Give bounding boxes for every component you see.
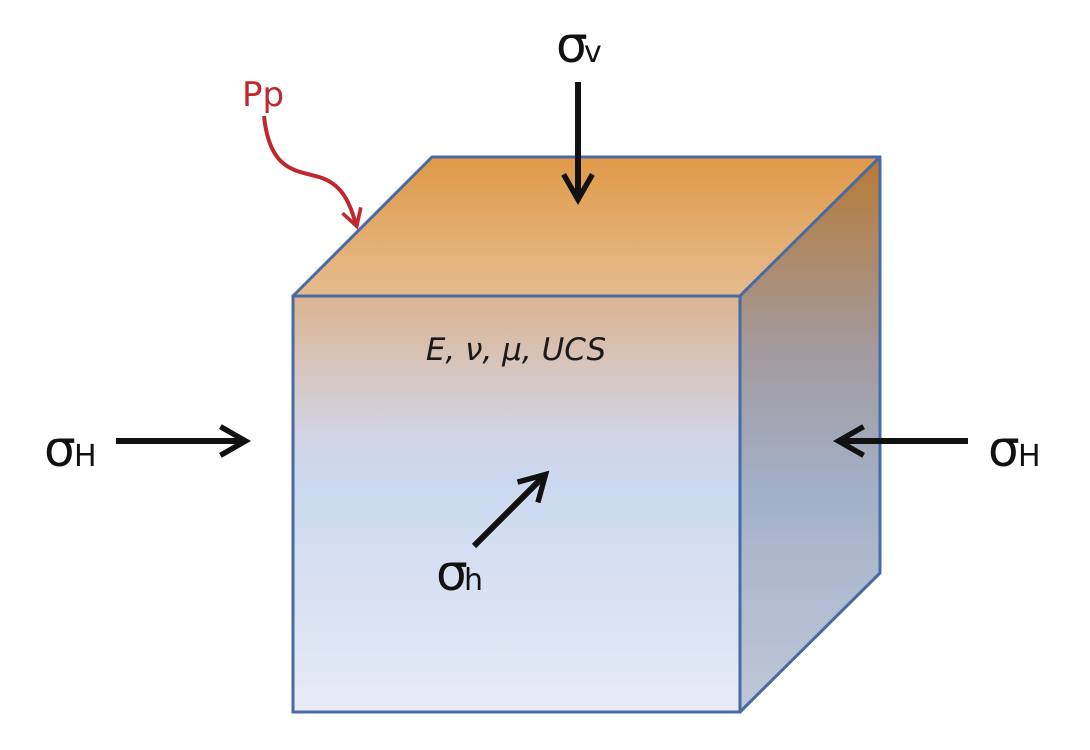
svg-text:σ: σ [44,420,76,478]
svg-text:h: h [464,563,483,598]
svg-text:σ: σ [988,420,1020,478]
rock-properties-label: E, ν, μ, UCS [426,332,606,368]
pore-pressure-arrow [262,115,363,230]
sigma-v-label: σ v [556,16,602,74]
svg-text:σ: σ [436,544,468,602]
sigma-h-min-label: σ h [436,544,483,602]
svg-text:σ: σ [556,16,588,74]
pore-pressure-label: Pp [242,75,284,115]
sigma-h-max-left-label: σ H [44,420,97,478]
svg-text:v: v [584,35,602,70]
svg-text:H: H [74,439,97,474]
svg-text:H: H [1018,439,1041,474]
sigma-h-max-right-label: σ H [988,420,1041,478]
sigma-h-min-arrow [471,470,550,549]
